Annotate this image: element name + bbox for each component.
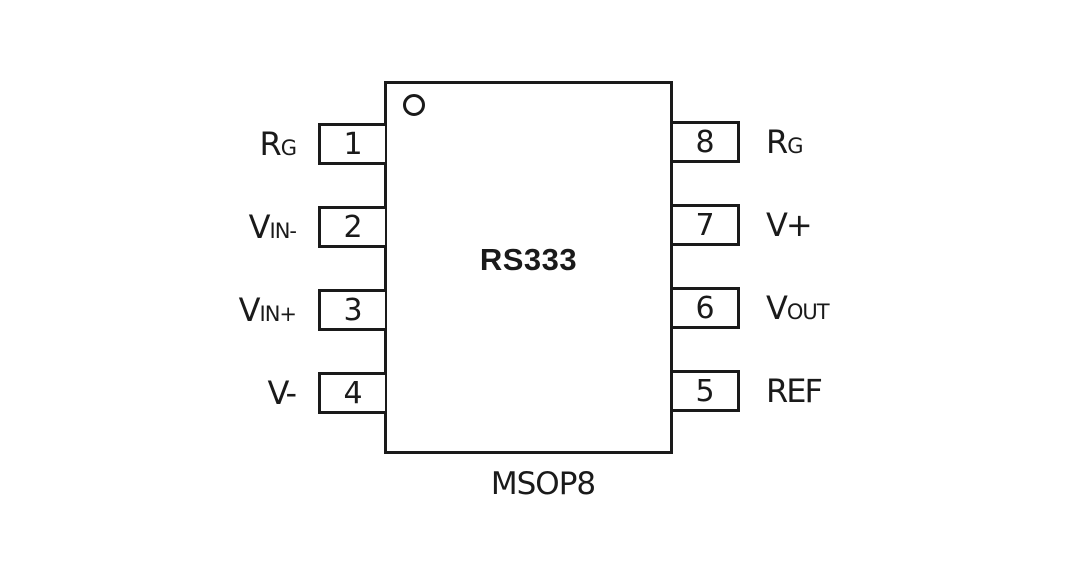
pin-2-label-sub: IN- — [269, 219, 298, 243]
pin-8: 8 — [673, 121, 740, 163]
pin-8-label-sub: G — [787, 134, 803, 158]
pin-4-label: V- — [267, 372, 297, 414]
pin-2-label-main: V — [248, 208, 271, 246]
pin-3-label-main: V — [238, 291, 261, 329]
pin-3: 3 — [318, 289, 385, 331]
pin-5-label: REF — [766, 370, 823, 412]
pin-6-label-sub: OUT — [786, 300, 830, 324]
pin-7: 7 — [673, 204, 740, 246]
pin-6-label-main: V — [766, 289, 788, 327]
pin1-indicator-dot — [403, 94, 425, 116]
pin-8-label-main: R — [766, 123, 788, 161]
pin-1: 1 — [318, 123, 385, 165]
pin-1-label-sub: G — [280, 136, 297, 160]
pin-7-label-main: V+ — [766, 206, 813, 244]
pin-5-label-main: REF — [766, 372, 823, 410]
pin-6: 6 — [673, 287, 740, 329]
chip-name: RS333 — [479, 242, 578, 277]
pin-4: 4 — [318, 372, 385, 414]
pin-4-label-main: V- — [267, 374, 297, 412]
ic-body: RS333 — [384, 81, 673, 454]
pin-5: 5 — [673, 370, 740, 412]
pin-7-label: V+ — [766, 204, 813, 246]
pin-1-label-main: R — [259, 125, 281, 163]
pin-3-label-sub: IN+ — [259, 302, 297, 326]
pin-2: 2 — [318, 206, 385, 248]
package-label: MSOP8 — [490, 466, 596, 502]
